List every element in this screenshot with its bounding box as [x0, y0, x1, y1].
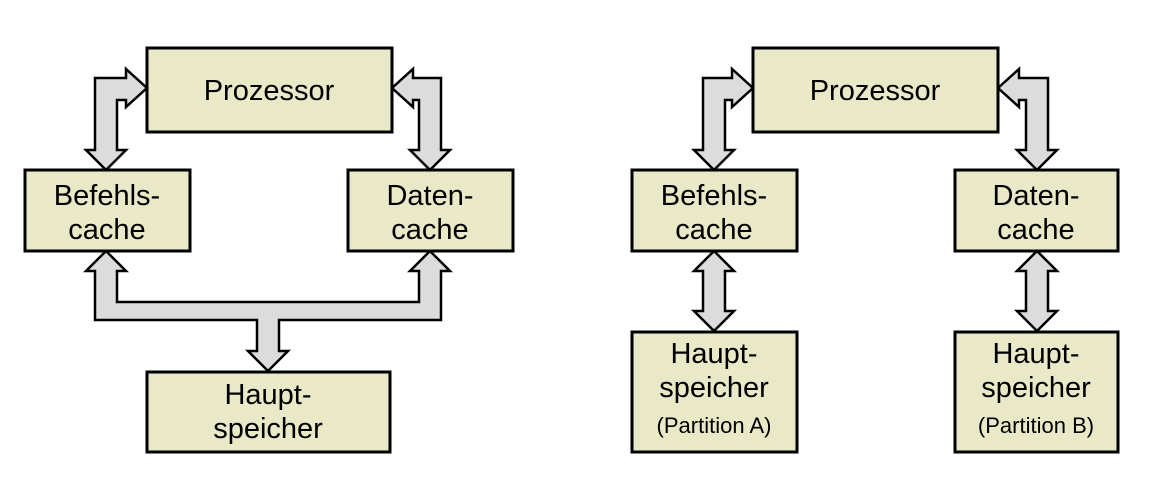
double-arrow-datencache-partition-b [1013, 249, 1061, 333]
befehls-cache-label-line2: cache [68, 214, 145, 246]
partition-b-subtitle: (Partition B) [978, 413, 1094, 438]
befehls-cache-label-line1: Befehls- [54, 180, 160, 212]
haupt-speicher-label-line1: Haupt- [224, 379, 311, 411]
double-arrow-prozessor-datencache-left [390, 66, 454, 172]
befehls-cache-label-line2: cache [675, 214, 752, 246]
prozessor-label: Prozessor [204, 75, 335, 107]
daten-cache-label-line1: Daten- [992, 180, 1079, 212]
haupt-speicher-partition-b-box [953, 330, 1120, 454]
partition-a-subtitle: (Partition A) [657, 413, 772, 438]
prozessor-box [145, 46, 394, 134]
daten-cache-box [953, 168, 1120, 253]
haupt-speicher-label-line2: speicher [213, 413, 323, 445]
daten-cache-label-line1: Daten- [386, 180, 473, 212]
befehls-cache-label-line1: Befehls- [661, 180, 767, 212]
haupt-speicher-partition-a-box [630, 330, 799, 454]
double-arrow-prozessor-befehlscache-left [82, 66, 149, 172]
diagram-right-partitioned-memory: Prozessor Befehls- cache Daten- cache Ha… [630, 46, 1120, 454]
double-arrow-prozessor-datencache-right [996, 66, 1061, 172]
haupt-speicher-b-label-line1: Haupt- [992, 338, 1079, 370]
befehls-cache-box [23, 168, 192, 253]
diagram-left-shared-memory: Prozessor Befehls- cache Daten- cache Ha… [23, 46, 515, 454]
double-arrow-prozessor-befehlscache-right [690, 66, 755, 172]
prozessor-box [751, 46, 1000, 134]
haupt-speicher-a-label-line2: speicher [659, 372, 769, 404]
daten-cache-box [346, 168, 515, 253]
daten-cache-label-line2: cache [391, 214, 468, 246]
haupt-speicher-a-label-line1: Haupt- [670, 338, 757, 370]
befehls-cache-box [630, 168, 799, 253]
prozessor-label: Prozessor [810, 75, 941, 107]
branch-arrow-hauptspeicher-to-caches [82, 249, 454, 373]
haupt-speicher-b-label-line2: speicher [981, 372, 1091, 404]
daten-cache-label-line2: cache [997, 214, 1074, 246]
double-arrow-befehlscache-partition-a [690, 249, 738, 333]
haupt-speicher-box [145, 370, 392, 454]
